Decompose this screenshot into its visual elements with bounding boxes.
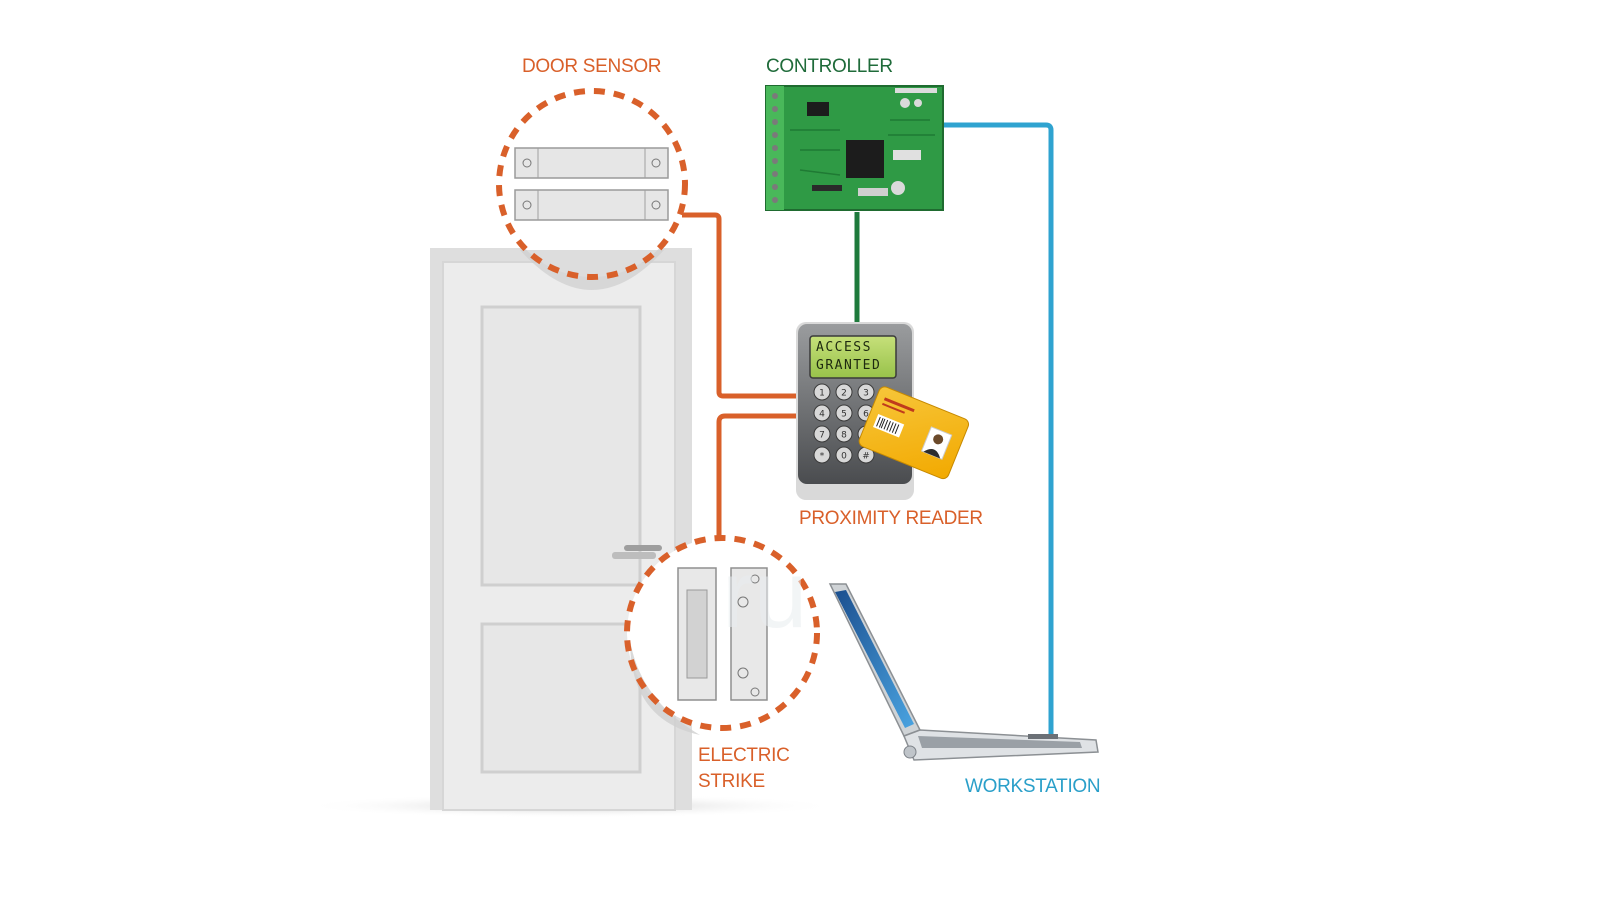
keypad-key-label: 8 (841, 431, 847, 441)
door (430, 248, 692, 811)
wire-strike-to-reader (716, 413, 800, 540)
reader-display-line1: ACCESS (816, 340, 872, 355)
watermark-logo: ru (722, 541, 808, 648)
keypad-key-label: 2 (841, 389, 847, 399)
keypad-key: 5 (835, 404, 853, 422)
laptop-workstation (828, 583, 1099, 761)
keypad-key-label: 3 (863, 389, 869, 399)
keypad-key: 1 (813, 383, 831, 401)
keypad-key-label: # (862, 452, 870, 462)
keypad-key-label: 1 (819, 389, 825, 399)
keypad-key-label: 5 (841, 410, 847, 420)
door-sensor-switch (514, 189, 669, 221)
keypad-key: * (813, 446, 831, 464)
access-card (858, 386, 970, 480)
wire-controller-to-workstation (944, 122, 1054, 735)
reader-display-line2: GRANTED (816, 358, 882, 373)
wires (682, 122, 1054, 735)
keypad-key: 2 (835, 383, 853, 401)
wire-door-sensor-to-reader (682, 212, 800, 399)
electric-strike-label-line2: STRIKE (698, 771, 765, 792)
door-sensor-callout (496, 88, 688, 290)
workstation-label: WORKSTATION (965, 776, 1101, 797)
controller-label: CONTROLLER (766, 56, 893, 77)
keypad-key-label: * (820, 452, 825, 462)
keypad-key-label: 0 (841, 452, 847, 462)
keypad-key: 7 (813, 425, 831, 443)
keypad-key: # (857, 446, 875, 464)
keypad-key-label: 4 (819, 410, 825, 420)
door-sensor-label: DOOR SENSOR (522, 56, 662, 77)
keypad-key: 8 (835, 425, 853, 443)
controller-board (765, 85, 944, 211)
keypad-key: 4 (813, 404, 831, 422)
keypad-key-label: 6 (863, 410, 869, 420)
reader-lcd (809, 335, 897, 379)
keypad: 123456789*0# (813, 383, 875, 464)
watermark: ru (722, 540, 807, 650)
strike-plate-right (730, 567, 768, 701)
electric-strike-callout (624, 535, 820, 735)
proximity-reader-label: PROXIMITY READER (799, 508, 983, 529)
door-sensor-magnet (514, 147, 669, 179)
keypad-key-label: 7 (819, 431, 825, 441)
keypad-key: 3 (857, 383, 875, 401)
electric-strike-label-line1: ELECTRIC (698, 745, 790, 766)
keypad-key: 0 (835, 446, 853, 464)
